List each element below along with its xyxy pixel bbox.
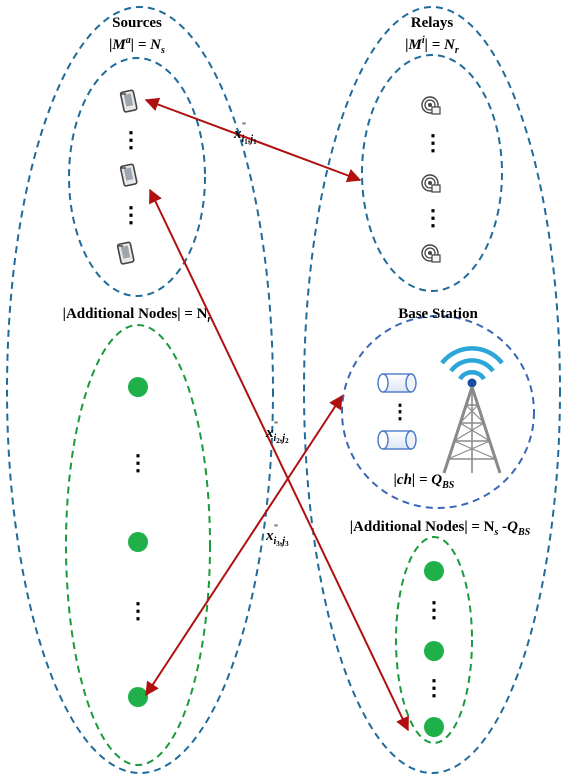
channel-count-label: |ch| = QBS — [394, 472, 455, 491]
relays-ellipsis: ⋮ — [422, 130, 444, 155]
channel-icon — [377, 373, 417, 393]
right-nodes-ellipsis: ⋮ — [423, 675, 445, 700]
relays-ellipsis: ⋮ — [422, 205, 444, 230]
phone-icon — [116, 241, 135, 265]
relay-icon — [421, 96, 441, 115]
channels-ellipsis: ⋮ — [390, 401, 410, 423]
phone-icon — [119, 89, 138, 113]
base-station-title: Base Station — [398, 306, 478, 322]
additional-node — [128, 377, 148, 397]
left-nodes-ellipsis: ⋮ — [127, 598, 149, 623]
relay-icon — [421, 174, 441, 193]
sources-ellipsis: ⋮ — [120, 127, 142, 152]
link-arrow-1 — [144, 97, 362, 183]
right-additional-nodes-label: |Additional Nodes| = Ns -QBS — [350, 519, 531, 538]
link-label-3: x"i3,j3 — [265, 523, 289, 548]
additional-node — [128, 687, 148, 707]
link-arrow-3 — [145, 394, 343, 697]
sources-ellipsis: ⋮ — [120, 202, 142, 227]
relays-count-label: |Mi| = Nr — [405, 35, 459, 56]
sources-count-label: |Ma| = Ns — [109, 35, 165, 56]
relay-devices-group — [361, 54, 503, 292]
sources-title: Sources — [112, 15, 162, 31]
relay-icon — [421, 244, 441, 263]
tower-icon — [440, 346, 504, 474]
additional-node — [128, 532, 148, 552]
right-nodes-ellipsis: ⋮ — [423, 597, 445, 622]
channel-icon — [377, 430, 417, 450]
additional-node — [424, 641, 444, 661]
additional-node — [424, 561, 444, 581]
link-label-1: x"i1,j1 — [233, 121, 257, 146]
link-label-2: x"i2,j2 — [265, 420, 289, 445]
left-additional-nodes-label: |Additional Nodes| = Nr — [63, 306, 212, 325]
phone-icon — [119, 163, 138, 187]
relays-title: Relays — [411, 15, 454, 31]
link-arrow-2 — [149, 188, 409, 732]
left-nodes-ellipsis: ⋮ — [127, 450, 149, 475]
additional-node — [424, 717, 444, 737]
